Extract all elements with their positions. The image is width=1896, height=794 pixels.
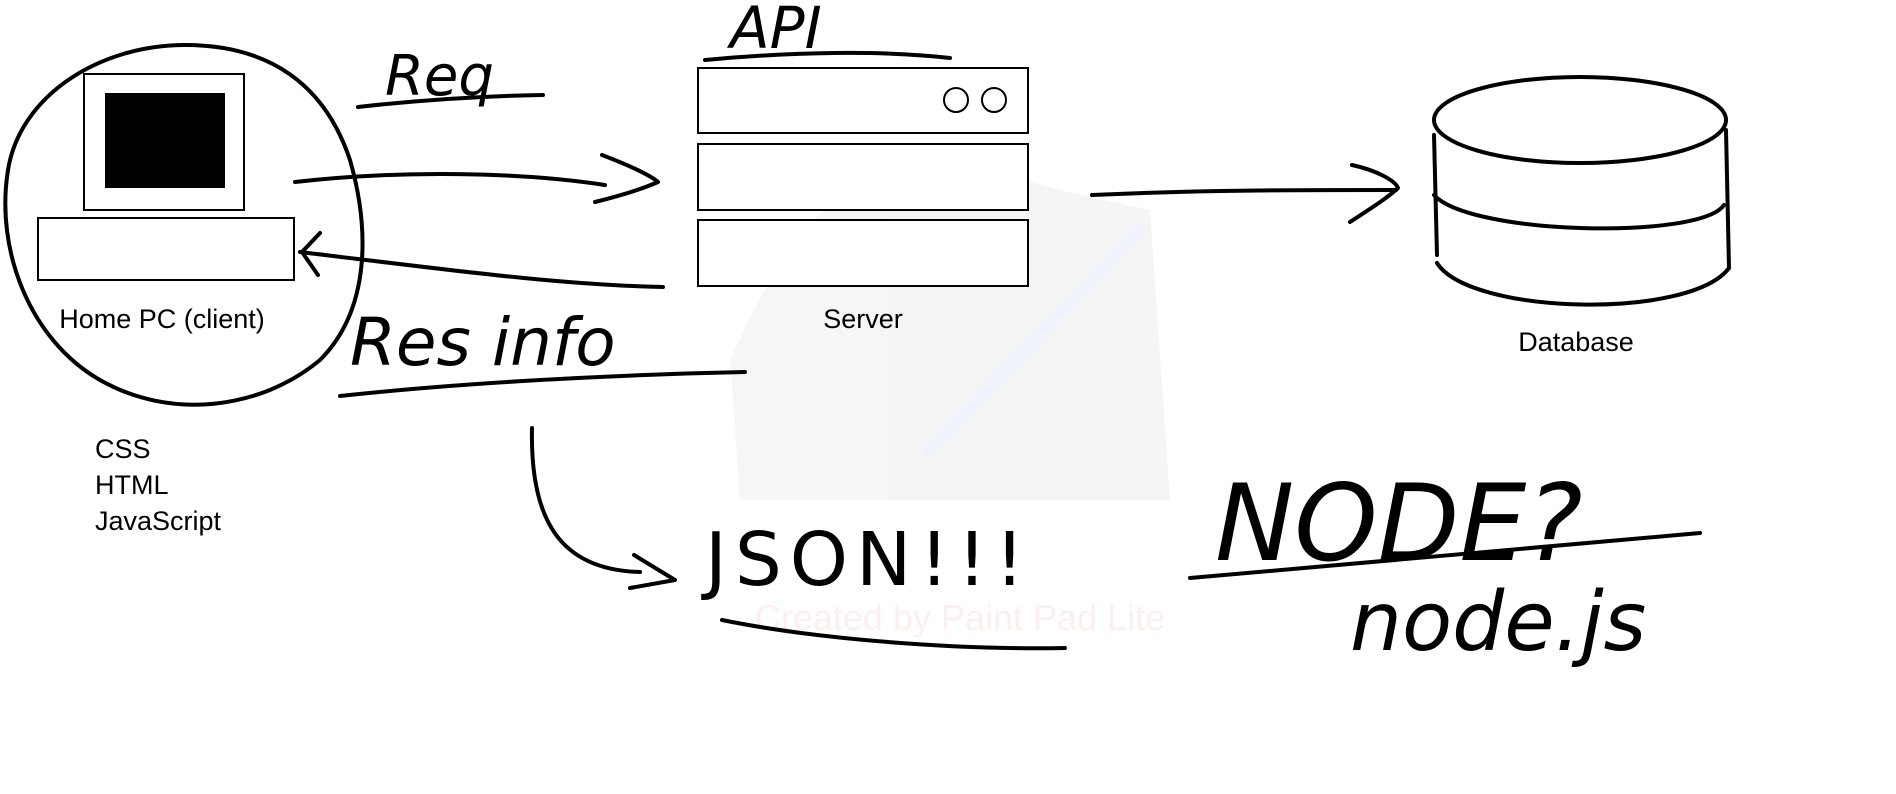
- node-strikethrough: [1188, 531, 1702, 580]
- response-label-underline: [338, 370, 747, 398]
- client-tech-javascript: JavaScript: [95, 506, 222, 536]
- json-underline: [720, 618, 1067, 651]
- request-arrow: Req: [293, 44, 660, 204]
- node-note: NODE? node.js: [1188, 462, 1702, 670]
- client-label: Home PC (client): [59, 304, 265, 334]
- response-arrow-line: [298, 250, 665, 289]
- client-tech-css: CSS: [95, 434, 151, 464]
- server-to-database-arrow: [1090, 163, 1400, 224]
- json-curved-arrow: [529, 426, 642, 574]
- db-arrowhead: [1348, 163, 1400, 224]
- json-text: JSON!!!: [701, 517, 1032, 603]
- database-node: Database: [1432, 75, 1731, 357]
- client-tech-html: HTML: [95, 470, 169, 500]
- json-arrowhead: [628, 553, 677, 590]
- database-cylinder-icon: [1432, 75, 1731, 307]
- node-question-text: NODE?: [1215, 462, 1583, 585]
- nodejs-text: node.js: [1350, 575, 1646, 670]
- db-arrow-line: [1090, 188, 1398, 197]
- database-label: Database: [1518, 327, 1634, 357]
- computer-icon: [37, 73, 295, 281]
- request-arrow-line: [293, 172, 607, 187]
- json-note: JSON!!!: [529, 426, 1067, 651]
- server-rack-icon: [697, 67, 1029, 287]
- server-label: Server: [823, 304, 903, 334]
- watermark-text: Created by Paint Pad Lite: [755, 597, 1165, 638]
- request-label-underline: [356, 93, 545, 109]
- response-arrowhead: [300, 231, 322, 277]
- response-arrow: Res info: [298, 231, 747, 398]
- client-node: Home PC (client) CSS HTML JavaScript: [3, 43, 365, 536]
- client-circle: [3, 43, 365, 407]
- response-label: Res info: [350, 304, 616, 381]
- api-underline: [703, 50, 952, 62]
- server-node: API Server: [697, 0, 1029, 334]
- request-arrowhead: [593, 153, 660, 204]
